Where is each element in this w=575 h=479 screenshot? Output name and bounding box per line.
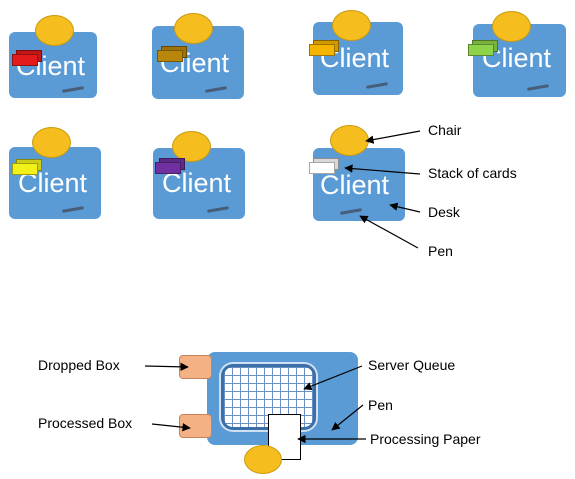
stack-of-cards [12,50,42,66]
pen-label: Pen [428,243,453,259]
server-pen-arrow [331,404,364,431]
stack-of-cards [155,158,185,174]
desk-label: Desk [428,204,460,220]
card [155,162,181,174]
chair [35,15,74,46]
server-queue-arrow [303,365,363,391]
card [157,50,183,62]
chair [174,13,213,44]
processed-box-arrow [151,423,191,432]
desk-arrow [389,202,421,213]
chair [172,131,211,162]
stack-of-cards-label: Stack of cards [428,165,517,181]
stack-of-cards [309,158,339,174]
processing-paper-label: Processing Paper [370,431,481,447]
chair [332,10,371,41]
stack-of-cards-arrow [344,164,421,175]
chair-arrow [365,130,421,144]
stack-of-cards [468,40,498,56]
chair [492,11,531,42]
card [468,44,494,56]
pen-arrow [359,215,419,249]
server-queue-label: Server Queue [368,357,456,373]
stack-of-cards [157,46,187,62]
server-pen-label: Pen [368,397,393,413]
client-label: Client [162,168,232,198]
dropped-box-arrow [144,362,189,372]
chair [32,127,71,158]
dropped-box-label: Dropped Box [38,357,120,373]
stack-of-cards [309,40,339,56]
chair-label: Chair [428,122,462,138]
processed-box-label: Processed Box [38,415,133,431]
client-label: Client [320,170,390,200]
card [12,163,38,175]
card [309,44,335,56]
card [12,54,38,66]
stack-of-cards [12,159,42,175]
server-chair [244,445,282,474]
card [309,162,335,174]
